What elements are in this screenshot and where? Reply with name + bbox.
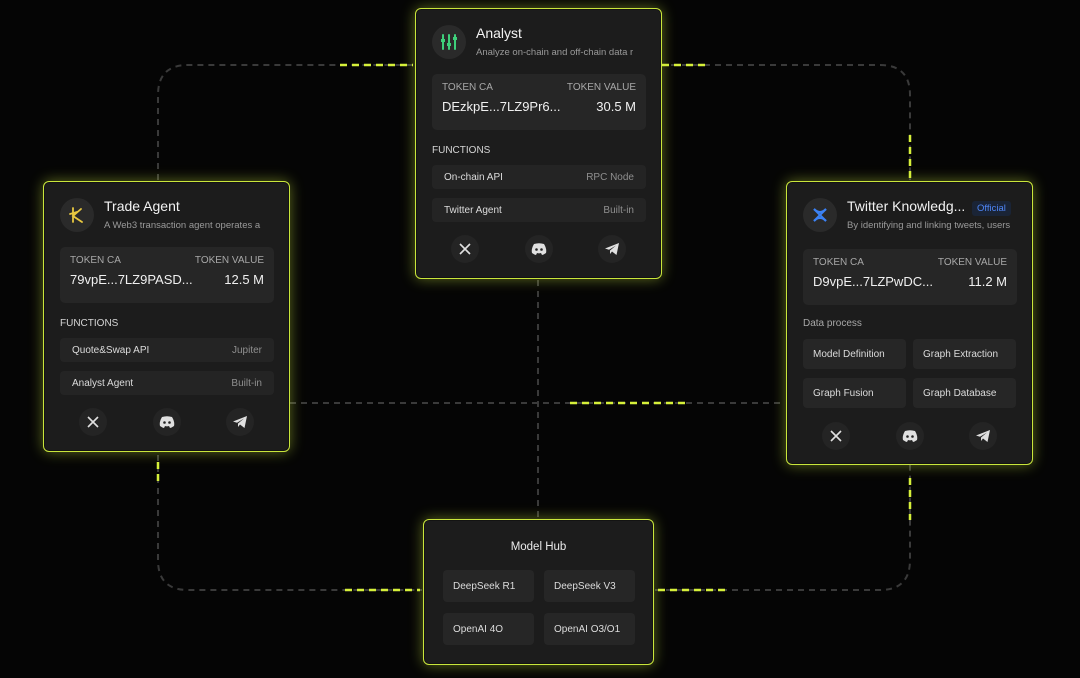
model-chip[interactable]: OpenAI O3/O1	[544, 613, 635, 645]
model-chip[interactable]: OpenAI 4O	[443, 613, 534, 645]
model-chip[interactable]: DeepSeek R1	[443, 570, 534, 602]
token-value: 11.2 M	[968, 274, 1007, 289]
token-value: 30.5 M	[596, 99, 636, 114]
process-chip[interactable]: Graph Database	[913, 378, 1016, 408]
token-value-label: TOKEN VALUE	[194, 255, 264, 266]
hub-title: Model Hub	[510, 541, 567, 553]
official-badge: Official	[972, 201, 1011, 216]
twitter-knowledge-card[interactable]: Twitter Knowledg... By identifying and l…	[786, 181, 1033, 465]
card-title: Analyst	[476, 25, 522, 41]
telegram-icon[interactable]	[969, 422, 997, 450]
functions-label: FUNCTIONS	[60, 318, 119, 329]
x-icon[interactable]	[822, 422, 850, 450]
process-chip[interactable]: Model Definition	[803, 339, 906, 369]
k-logo-icon	[60, 198, 94, 232]
card-title: Twitter Knowledg...	[847, 198, 966, 214]
card-subtitle: Analyze on-chain and off-chain data r	[476, 47, 634, 58]
token-info: TOKEN CA TOKEN VALUE DEzkpE...7LZ9Pr6...…	[432, 74, 646, 130]
analyst-agent-card[interactable]: Analyst Analyze on-chain and off-chain d…	[415, 8, 662, 279]
card-subtitle: By identifying and linking tweets, users	[847, 220, 1011, 231]
model-hub-card[interactable]: Model Hub DeepSeek R1 DeepSeek V3 OpenAI…	[423, 519, 654, 665]
card-subtitle: A Web3 transaction agent operates a	[104, 220, 261, 231]
token-ca-label: TOKEN CA	[442, 82, 493, 93]
equalizer-icon	[432, 25, 466, 59]
card-title: Trade Agent	[104, 198, 180, 214]
process-chip[interactable]: Graph Extraction	[913, 339, 1016, 369]
discord-icon[interactable]	[152, 408, 181, 436]
network-x-icon	[803, 198, 837, 232]
function-row[interactable]: Twitter Agent Built-in	[432, 198, 646, 222]
token-ca-label: TOKEN CA	[813, 257, 864, 268]
token-info: TOKEN CA TOKEN VALUE D9vpE...7LZPwDC... …	[803, 249, 1017, 305]
social-links	[79, 408, 254, 436]
token-value-label: TOKEN VALUE	[937, 257, 1007, 268]
social-links	[451, 235, 626, 263]
functions-label: FUNCTIONS	[432, 145, 491, 156]
trade-agent-card[interactable]: Trade Agent A Web3 transaction agent ope…	[43, 181, 290, 452]
token-ca: D9vpE...7LZPwDC...	[813, 274, 933, 289]
process-chip[interactable]: Graph Fusion	[803, 378, 906, 408]
telegram-icon[interactable]	[226, 408, 254, 436]
x-icon[interactable]	[451, 235, 479, 263]
token-ca-label: TOKEN CA	[70, 255, 121, 266]
function-row[interactable]: Analyst Agent Built-in	[60, 371, 274, 395]
discord-icon[interactable]	[895, 422, 924, 450]
model-chip[interactable]: DeepSeek V3	[544, 570, 635, 602]
token-ca: 79vpE...7LZ9PASD...	[70, 272, 193, 287]
token-value-label: TOKEN VALUE	[566, 82, 636, 93]
token-ca: DEzkpE...7LZ9Pr6...	[442, 99, 561, 114]
x-icon[interactable]	[79, 408, 107, 436]
social-links	[822, 422, 997, 450]
discord-icon[interactable]	[524, 235, 553, 263]
telegram-icon[interactable]	[598, 235, 626, 263]
function-row[interactable]: Quote&Swap API Jupiter	[60, 338, 274, 362]
function-row[interactable]: On-chain API RPC Node	[432, 165, 646, 189]
data-process-label: Data process	[803, 318, 862, 329]
token-value: 12.5 M	[224, 272, 264, 287]
token-info: TOKEN CA TOKEN VALUE 79vpE...7LZ9PASD...…	[60, 247, 274, 303]
